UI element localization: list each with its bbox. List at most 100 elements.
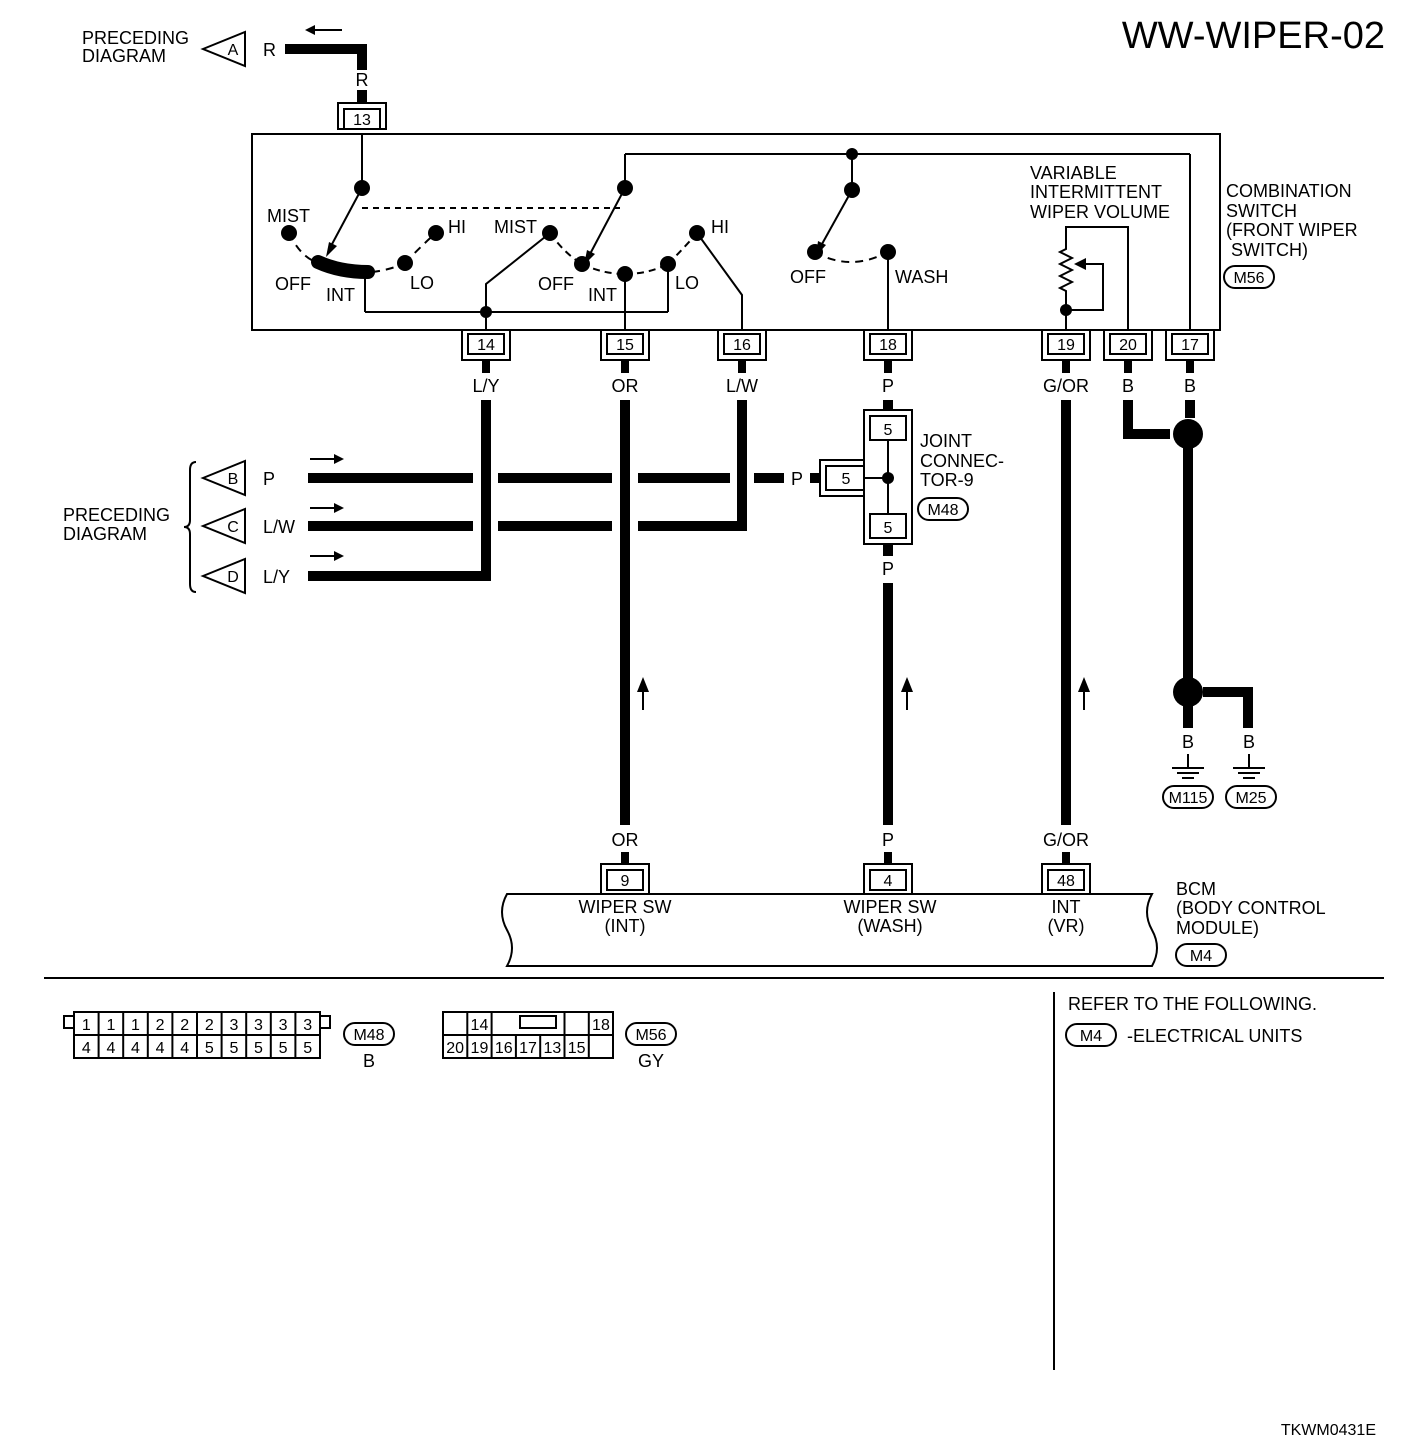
joint-pin-left: 5 — [842, 471, 851, 488]
arrow-tag-c: C — [200, 507, 246, 545]
m56-face-tag: M56 — [625, 1022, 677, 1046]
bcm-terminal-4-line2: (WASH) — [857, 916, 922, 936]
joint-label-line2: CONNEC- — [920, 451, 1004, 471]
m56-face-cavity-bottom-4: 13 — [543, 1040, 561, 1057]
joint-connector-9: 5 5 5 — [819, 409, 913, 545]
wire-label-18: P — [882, 376, 894, 396]
left-switch-hi: HI — [448, 217, 466, 237]
wire-label-gnd1: B — [1182, 732, 1194, 752]
m48-face-code: M48 — [353, 1027, 384, 1044]
m56-key — [519, 1015, 557, 1029]
arrow-tag-b: B — [200, 459, 246, 497]
flow-arrow-right-icon — [310, 503, 344, 513]
m48-face-cavity-bottom-1: 4 — [106, 1040, 115, 1057]
joint-connector-tag: M48 — [917, 497, 969, 521]
m48-face-cavity-top-0: 1 — [82, 1017, 91, 1034]
wire-b-20-to-splice — [1123, 400, 1170, 439]
flow-arrow-up-icon — [901, 677, 913, 710]
pin-19-number: 19 — [1057, 337, 1075, 354]
splice-bottom — [1173, 677, 1203, 707]
m48-face-cavity-bottom-5: 5 — [205, 1040, 214, 1057]
bcm-terminal-4-line1: WIPER SW — [844, 897, 937, 917]
volume-label-line1: VARIABLE — [1030, 163, 1117, 183]
mid-switch-lo: LO — [675, 273, 699, 293]
pin-20: 20 — [1103, 329, 1153, 361]
pin-15-number: 15 — [616, 337, 634, 354]
refer-connector-code: M4 — [1080, 1028, 1102, 1045]
flow-arrow-left-icon — [305, 25, 342, 35]
m48-face-cavity-bottom-4: 4 — [180, 1040, 189, 1057]
mid-switch-int: INT — [588, 285, 617, 305]
flow-arrow-up-icon — [637, 677, 649, 710]
pin-14: 14 — [461, 329, 511, 361]
m56-face-cavity-bottom-2: 16 — [495, 1040, 513, 1057]
bcm-connector-tag: M4 — [1175, 943, 1227, 967]
ground-m115-icon: M115 — [1162, 754, 1214, 809]
bcm-box — [501, 893, 1158, 967]
wire-label-19: G/OR — [1043, 376, 1089, 396]
bcm-pin-9-number: 9 — [621, 873, 630, 890]
m48-face-cavity-top-8: 3 — [279, 1017, 288, 1034]
joint-pin-bottom: 5 — [884, 520, 893, 537]
combo-switch-connector: M56 — [1233, 270, 1264, 287]
pin-17: 17 — [1165, 329, 1215, 361]
left-switch-int: INT — [326, 285, 355, 305]
m48-face-cavity-bottom-6: 5 — [229, 1040, 238, 1057]
bcm-connector-code: M4 — [1190, 948, 1212, 965]
wire-b-to-m25 — [1203, 687, 1253, 728]
diagram-title: WW-WIPER-02 — [1122, 15, 1385, 57]
pin-18: 18 — [863, 329, 913, 361]
combo-switch-name-line1: COMBINATION — [1226, 181, 1352, 201]
left-wiper-switch: MIST HI OFF INT LO — [267, 134, 668, 313]
m56-face-cavity-top-6: 18 — [592, 1017, 610, 1034]
wire-label-bcm48: G/OR — [1043, 830, 1089, 850]
refer-text: -ELECTRICAL UNITS — [1127, 1026, 1302, 1046]
wire-label-a: R — [263, 40, 276, 60]
bcm-pin-48-number: 48 — [1057, 873, 1075, 890]
m48-face-cavity-bottom-9: 5 — [303, 1040, 312, 1057]
flow-arrow-up-icon — [1078, 677, 1090, 710]
bracket-bcd — [183, 461, 197, 593]
arrow-tag-c-letter: C — [227, 519, 239, 536]
m48-face-cavity-top-6: 3 — [229, 1017, 238, 1034]
bcm-terminal-48-line1: INT — [1052, 897, 1081, 917]
joint-pin-top: 5 — [884, 422, 893, 439]
preceding-a-label-line1: PRECEDING — [82, 28, 189, 48]
preceding-bcd-label-line1: PRECEDING — [63, 505, 170, 525]
m48-face-cavity-bottom-7: 5 — [254, 1040, 263, 1057]
arrow-tag-a: A — [200, 30, 246, 68]
pin-13-number: 13 — [353, 112, 371, 129]
m56-face-cavity-bottom-0: 20 — [446, 1040, 464, 1057]
left-switch-mist: MIST — [267, 206, 310, 226]
m48-face-cavity-top-9: 3 — [303, 1017, 312, 1034]
bcm-name-line3: MODULE) — [1176, 918, 1259, 938]
washer-switch: OFF WASH — [790, 148, 948, 340]
bcm-pin-48: 48 — [1041, 863, 1091, 895]
left-switch-off: OFF — [275, 274, 311, 294]
pin-17-number: 17 — [1181, 337, 1199, 354]
m48-face-cavity-top-4: 2 — [180, 1017, 189, 1034]
wire-label-16: L/W — [726, 376, 758, 396]
refer-connector-tag: M4 — [1065, 1023, 1117, 1047]
mid-switch-hi: HI — [711, 217, 729, 237]
mid-switch-mist: MIST — [494, 217, 537, 237]
pin-16: 16 — [717, 329, 767, 361]
wire-label-20: B — [1122, 376, 1134, 396]
wiper-volume-resistor: VARIABLE INTERMITTENT WIPER VOLUME — [1030, 154, 1191, 340]
wire-label-d: L/Y — [263, 567, 290, 587]
left-switch-lo: LO — [410, 273, 434, 293]
m48-face-cavity-top-3: 2 — [156, 1017, 165, 1034]
wire-label-17: B — [1184, 376, 1196, 396]
preceding-a-label-line2: DIAGRAM — [82, 46, 166, 66]
m56-face-color: GY — [638, 1051, 664, 1071]
m48-face-cavity-bottom-2: 4 — [131, 1040, 140, 1057]
wire-label-bcm9: OR — [612, 830, 639, 850]
m48-face-cavity-top-2: 1 — [131, 1017, 140, 1034]
m48-face-cavity-bottom-8: 5 — [279, 1040, 288, 1057]
arrow-tag-a-letter: A — [228, 42, 239, 59]
bcm-terminal-48-line2: (VR) — [1048, 916, 1085, 936]
ground-m25-label: M25 — [1235, 790, 1266, 807]
combo-switch-name-line4: SWITCH) — [1226, 240, 1308, 260]
wire-label-b: P — [263, 469, 275, 489]
